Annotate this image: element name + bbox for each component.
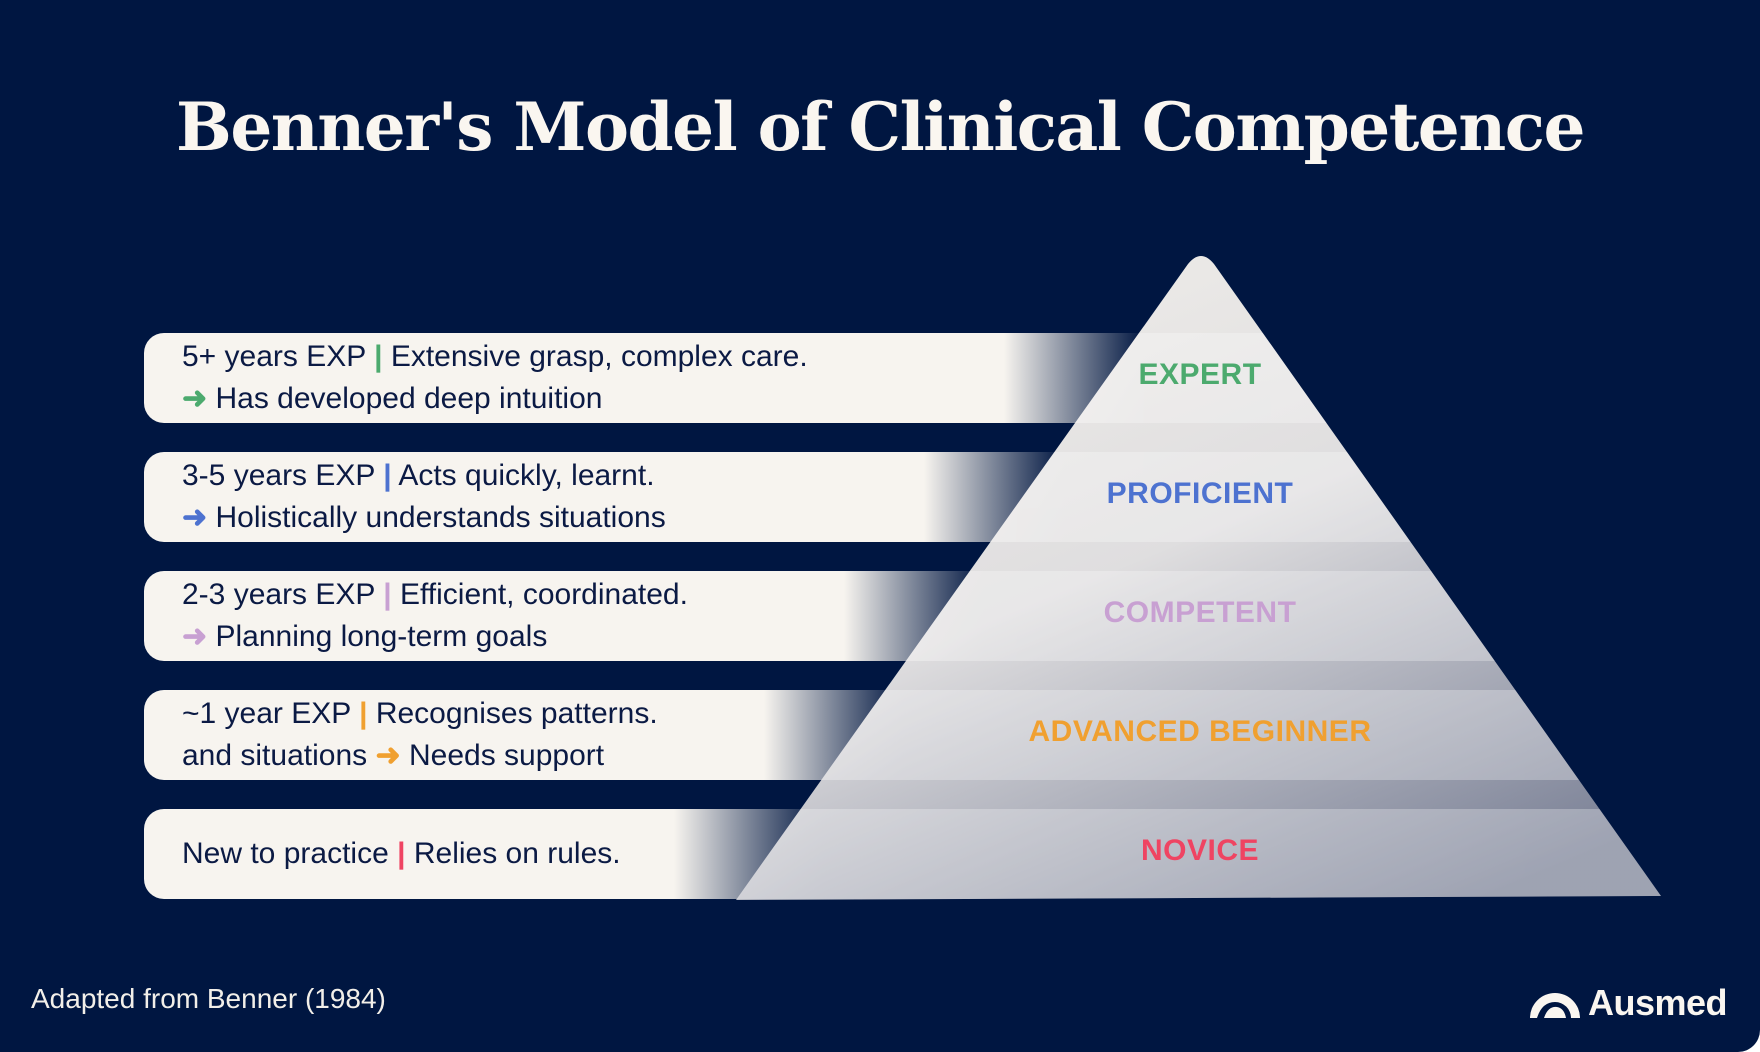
experience: 3-5 years EXP [182, 459, 375, 492]
page-title: Benner's Model of Clinical Competence [176, 88, 1585, 166]
description: and situations [182, 739, 368, 772]
arrow-right-icon: ➜ [182, 382, 208, 415]
level-competent: COMPETENT [1103, 596, 1297, 629]
level-advanced-beginner: ADVANCED BEGINNER [1028, 715, 1372, 748]
description: Needs support [408, 739, 605, 772]
experience: 5+ years EXP [182, 340, 366, 373]
arrow-right-icon: ➜ [375, 739, 401, 772]
level-novice: NOVICE [1140, 834, 1260, 867]
ausmed-logo: Ausmed [1530, 982, 1728, 1024]
description: Extensive grasp, complex care. [390, 340, 808, 373]
separator: | [383, 578, 392, 611]
separator: | [359, 697, 368, 730]
description: Has developed deep intuition [215, 382, 603, 415]
description: Relies on rules. [413, 837, 621, 870]
description: Efficient, coordinated. [399, 578, 688, 611]
separator: | [374, 340, 383, 373]
experience: 2-3 years EXP [182, 578, 375, 611]
level-expert: EXPERT [1138, 358, 1262, 391]
arrow-right-icon: ➜ [182, 620, 208, 653]
expert-description: 5+ years EXP | Extensive grasp, complex … [144, 333, 1294, 423]
description: Recognises patterns. [375, 697, 658, 730]
ausmed-arch-icon [1530, 993, 1580, 1018]
experience: ~1 year EXP [182, 697, 351, 730]
description: Acts quickly, learnt. [398, 459, 655, 492]
experience: New to practice [182, 837, 389, 870]
arrow-right-icon: ➜ [182, 501, 208, 534]
source-note: Adapted from Benner (1984) [31, 983, 386, 1014]
separator: | [383, 459, 392, 492]
description: Planning long-term goals [215, 620, 548, 653]
logo-text: Ausmed [1588, 982, 1728, 1023]
separator: | [397, 837, 406, 870]
description: Holistically understands situations [215, 501, 666, 534]
level-proficient: PROFICIENT [1106, 477, 1294, 510]
